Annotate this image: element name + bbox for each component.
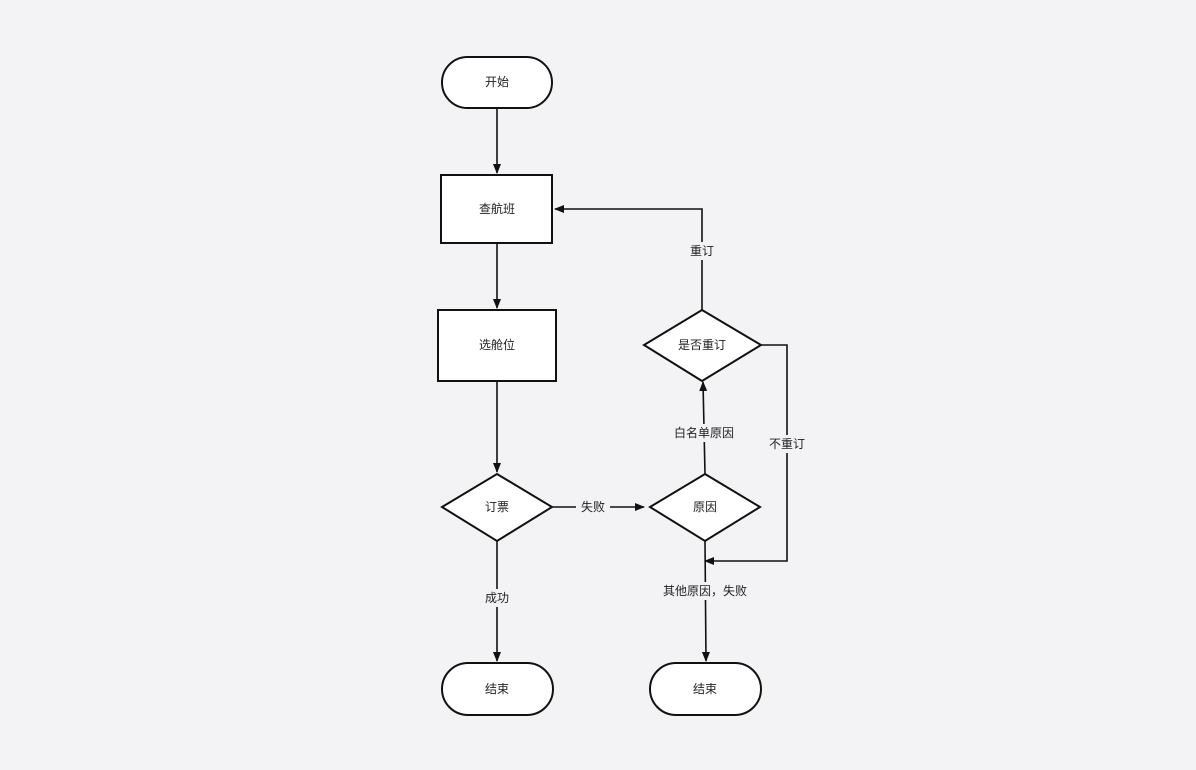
edge-label-fail: 失败 [576,498,610,516]
edge-label-rebook-text: 重订 [690,244,714,258]
edge-label-no-rebook-text: 不重订 [769,437,805,451]
node-rebook-question: 是否重订 [642,308,763,383]
node-reason: 原因 [648,472,762,543]
edge-label-other-fail-text: 其他原因，失败 [663,583,747,598]
node-rebook-question-label: 是否重订 [678,338,726,352]
node-end-fail-label: 结束 [693,682,717,696]
edge-label-rebook: 重订 [686,242,718,260]
node-select-seat: 选舱位 [437,309,557,382]
node-book-ticket: 订票 [440,472,554,543]
edge-label-fail-text: 失败 [581,499,605,514]
node-search-flight: 查航班 [440,174,553,244]
edge-label-no-rebook: 不重订 [766,435,808,453]
edge-label-success: 成功 [480,589,514,607]
edge-label-whitelist-text: 白名单原因 [674,425,734,440]
node-end-success: 结束 [441,662,554,716]
node-start-label: 开始 [485,75,509,89]
edge-rebook [554,205,703,310]
node-search-flight-label: 查航班 [479,201,515,216]
node-select-seat-label: 选舱位 [479,337,515,352]
node-end-fail: 结束 [649,662,762,716]
node-start: 开始 [441,56,553,109]
node-end-success-label: 结束 [485,682,509,696]
edge-label-success-text: 成功 [485,591,509,605]
node-book-ticket-label: 订票 [485,500,509,514]
node-reason-label: 原因 [693,500,717,514]
edge-label-whitelist: 白名单原因 [670,424,738,442]
edge-reason-other-fail [701,540,710,662]
edge-label-other-fail: 其他原因，失败 [660,582,752,600]
